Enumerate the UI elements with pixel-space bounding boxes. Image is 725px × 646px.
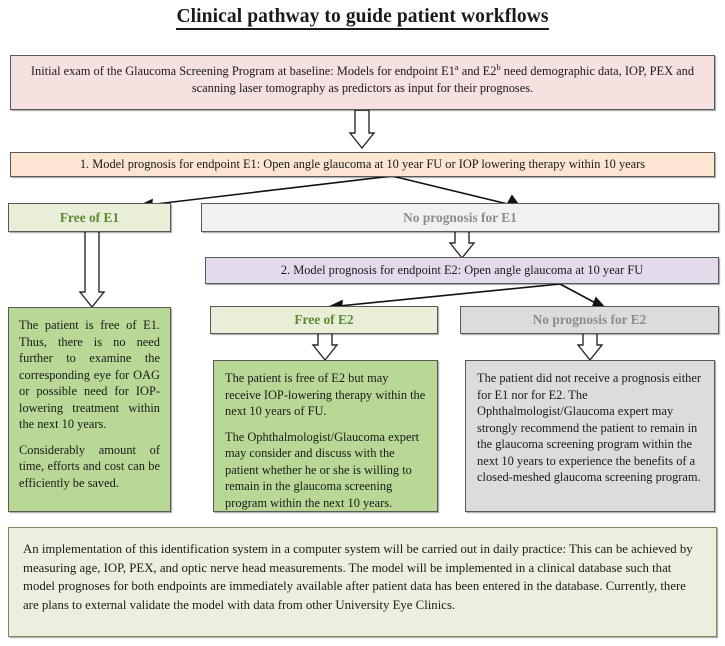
arrow-no-prognosis-e2-to-detail xyxy=(576,332,604,362)
free-e2-label: Free of E2 xyxy=(294,312,354,328)
no-prognosis-e2-detail-box: The patient did not receive a prognosis … xyxy=(465,360,715,512)
arrow-free-e2-to-detail xyxy=(311,332,339,362)
no-prognosis-e2-detail-text: The patient did not receive a prognosis … xyxy=(466,361,714,495)
page-title-text: Clinical pathway to guide patient workfl… xyxy=(176,6,549,30)
free-e1-detail-para1: The patient is free of E1. Thus, there i… xyxy=(19,318,160,431)
arrow-model-e2-to-no-prognosis-e2 xyxy=(559,283,608,310)
implementation-note-text: An implementation of this identification… xyxy=(23,542,693,612)
free-e1-detail-para2: Considerably amount of time, efforts and… xyxy=(19,442,160,490)
no-prognosis-e2-detail-para1: The patient did not receive a prognosis … xyxy=(477,371,701,484)
no-prognosis-e1-label: No prognosis for E1 xyxy=(403,209,517,225)
initial-exam-text-part2: and E2 xyxy=(458,64,497,78)
no-prognosis-e2-label: No prognosis for E2 xyxy=(532,312,647,328)
footnote-marker-b: b xyxy=(496,61,501,72)
model-prognosis-e2-label: 2. Model prognosis for endpoint E2: Open… xyxy=(280,263,644,278)
free-e1-detail-box: The patient is free of E1. Thus, there i… xyxy=(8,307,171,512)
free-e2-detail-box: The patient is free of E2 but may receiv… xyxy=(213,360,438,512)
free-e2-detail-text: The patient is free of E2 but may receiv… xyxy=(214,361,437,520)
model-prognosis-e1-box: 1. Model prognosis for endpoint E1: Open… xyxy=(10,152,715,177)
free-e2-detail-para1: The patient is free of E2 but may receiv… xyxy=(225,371,426,418)
free-e2-detail-para2: The Ophthalmologist/Glaucoma expert may … xyxy=(225,429,420,510)
model-prognosis-e1-label: 1. Model prognosis for endpoint E1: Open… xyxy=(79,157,646,172)
initial-exam-text: Initial exam of the Glaucoma Screening P… xyxy=(11,56,714,103)
page-title: Clinical pathway to guide patient workfl… xyxy=(0,6,725,30)
initial-exam-text-part1: Initial exam of the Glaucoma Screening P… xyxy=(30,64,455,78)
arrow-free-e1-to-detail xyxy=(78,230,106,309)
free-e2-banner: Free of E2 xyxy=(210,306,438,334)
initial-exam-box: Initial exam of the Glaucoma Screening P… xyxy=(10,55,715,110)
initial-exam-text-part3: need demographic data, IOP, PEX and scan… xyxy=(191,64,695,95)
no-prognosis-e1-banner: No prognosis for E1 xyxy=(201,203,719,232)
free-e1-label: Free of E1 xyxy=(59,209,120,225)
arrow-no-prognosis-e1-to-model-e2 xyxy=(448,230,476,260)
model-prognosis-e2-box: 2. Model prognosis for endpoint E2: Open… xyxy=(205,257,719,284)
free-e1-banner: Free of E1 xyxy=(8,203,171,232)
implementation-note-box: An implementation of this identification… xyxy=(8,527,717,637)
arrow-initial-to-model-e1 xyxy=(348,109,376,150)
free-e1-detail-text: The patient is free of E1. Thus, there i… xyxy=(9,308,170,500)
no-prognosis-e2-banner: No prognosis for E2 xyxy=(460,306,719,334)
footnote-marker-a: a xyxy=(454,61,459,72)
